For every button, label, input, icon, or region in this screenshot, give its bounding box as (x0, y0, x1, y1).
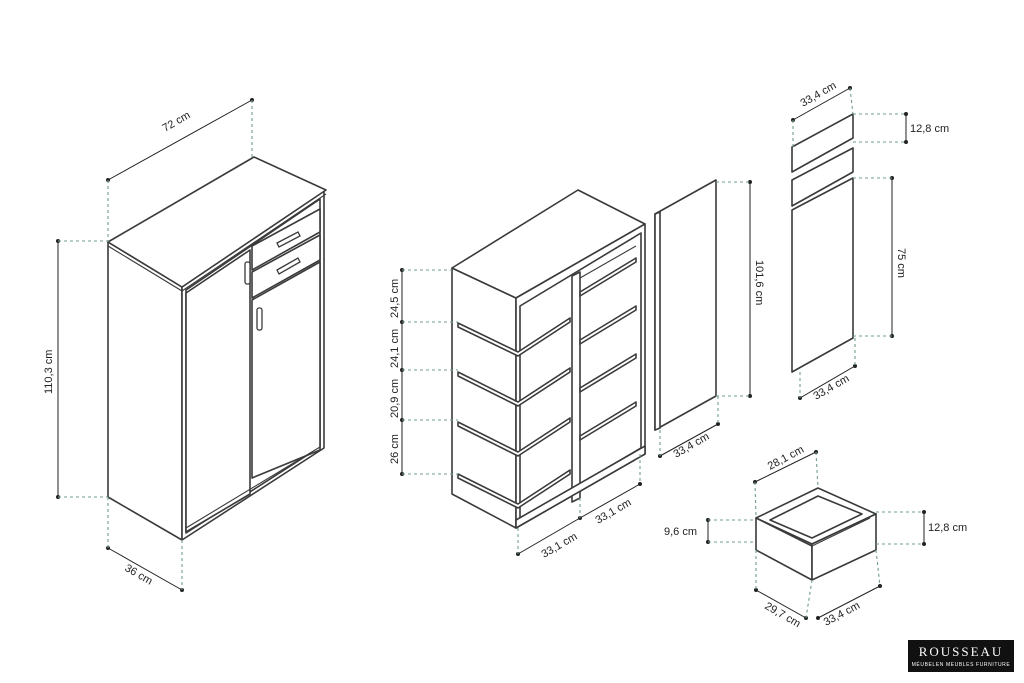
drawer-box: 28,1 cm 9,6 cm 12,8 cm 29,7 cm 33,4 cm (664, 444, 967, 630)
shelf-height-label: 24,1 cm (389, 329, 401, 368)
drawer-width-label: 28,1 cm (766, 444, 806, 473)
front-width-label: 33,4 cm (799, 80, 839, 110)
front-panels: 33,4 cm 12,8 cm 75 cm 33,4 cm (791, 80, 949, 403)
cabinet-height-label: 110,3 cm (43, 350, 55, 394)
door-height-label: 101,6 cm (753, 260, 765, 305)
shelf-height-label: 26 cm (389, 434, 401, 464)
small-door-height-label: 75 cm (895, 248, 907, 278)
brand-tagline: MÉUBELEN MEUBLES FURNITURE (911, 662, 1011, 668)
shelf-height-label: 24,5 cm (389, 279, 401, 318)
drawer-handle (276, 257, 301, 275)
door-handle (244, 261, 251, 285)
open-carcass: 24,5 cm 24,1 cm 20,9 cm 26 cm 33,1 cm 33… (389, 189, 646, 561)
drawer-front-width-label: 33,4 cm (822, 600, 862, 629)
compartment-width-label: 33,1 cm (594, 497, 634, 527)
brand-logo: ROUSSEAU MÉUBELEN MEUBLES FURNITURE (908, 640, 1014, 672)
drawer-inner-height-label: 9,6 cm (664, 526, 697, 538)
drawer-handle (276, 231, 301, 248)
large-door-panel: 101,6 cm 33,4 cm (654, 179, 765, 461)
door-width-label: 33,4 cm (672, 431, 712, 461)
front-width-label: 33,4 cm (812, 373, 852, 403)
brand-name: ROUSSEAU (918, 644, 1004, 659)
shelf-height-label: 20,9 cm (389, 379, 401, 418)
cabinet-depth-label: 36 cm (123, 562, 155, 587)
drawer-front-height-label: 12,8 cm (910, 123, 949, 135)
compartment-width-label: 33,1 cm (540, 531, 580, 561)
drawer-outer-height-label: 12,8 cm (928, 522, 967, 534)
right-door (251, 261, 321, 479)
door-handle (256, 307, 263, 331)
assembled-cabinet: 72 cm 110,3 cm 36 cm (43, 98, 327, 592)
cabinet-width-label: 72 cm (161, 109, 193, 134)
left-door (185, 249, 251, 533)
